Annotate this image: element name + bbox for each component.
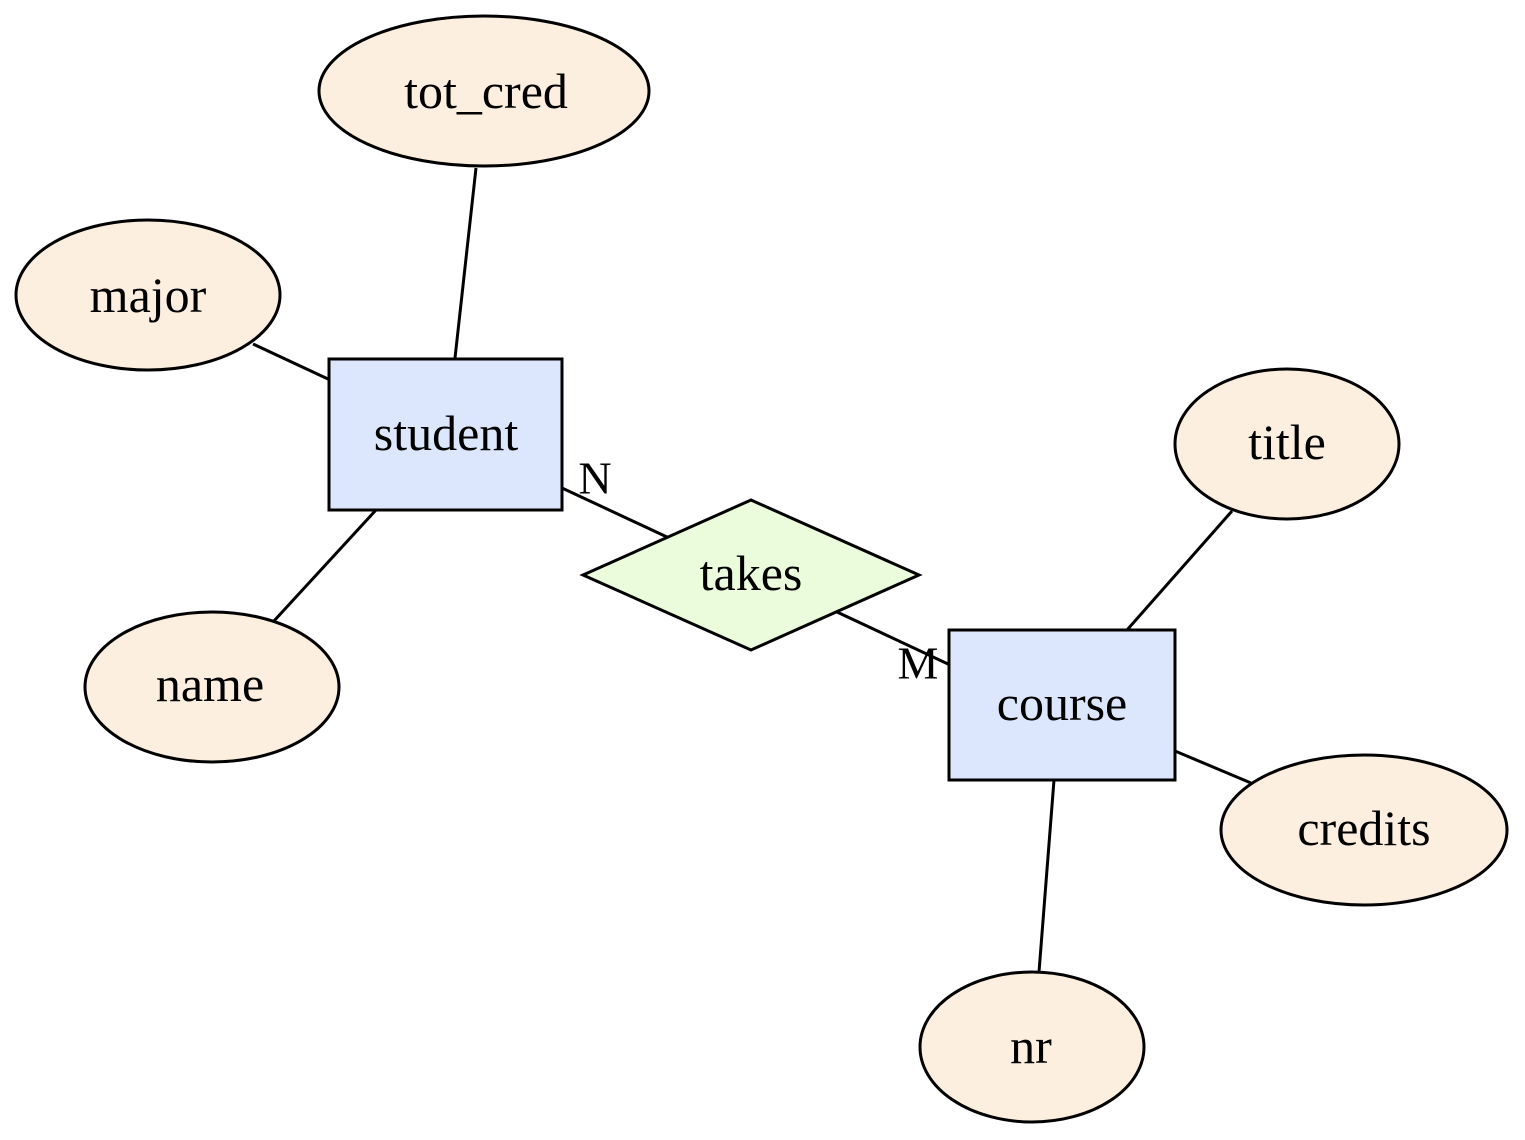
attribute-major-label: major [90, 267, 207, 323]
edge-course-title [1125, 510, 1234, 631]
connectors [252, 167, 1252, 973]
attribute-nr[interactable]: nr [918, 970, 1146, 1124]
relationship-takes-diamond [579, 498, 923, 652]
relationship-takes-label: takes [700, 545, 803, 601]
edge-takes-course [836, 610, 949, 666]
edge-student-takes [561, 486, 668, 539]
attribute-title-label: title [1248, 414, 1326, 470]
entity-student[interactable]: student [327, 357, 564, 512]
attribute-title-ellipse [1173, 367, 1401, 521]
attribute-credits-ellipse [1219, 753, 1509, 907]
entity-course-box [947, 628, 1177, 782]
edge-student-name [271, 508, 378, 624]
attribute-tot_cred-ellipse [317, 14, 651, 168]
entity-course[interactable]: course [947, 628, 1177, 782]
attribute-name-label: name [156, 656, 264, 712]
edge-course-nr [1037, 779, 1056, 973]
cardinality-student-label: N [578, 453, 611, 504]
attribute-credits[interactable]: credits [1219, 753, 1509, 907]
attribute-title[interactable]: title [1173, 367, 1401, 521]
entity-student-box [327, 357, 564, 512]
entity-student-label: student [374, 405, 519, 461]
attribute-tot_cred[interactable]: tot_cred [317, 14, 651, 168]
attribute-nr-label: nr [1010, 1018, 1052, 1074]
entity-course-label: course [997, 675, 1128, 731]
relationship-takes[interactable]: takes [579, 498, 923, 652]
edge-student-major [252, 342, 329, 381]
attribute-major-ellipse [14, 218, 282, 372]
attribute-name[interactable]: name [83, 610, 341, 764]
edge-student-tot_cred [453, 167, 478, 359]
attribute-major[interactable]: major [14, 218, 282, 372]
attribute-name-ellipse [83, 610, 341, 764]
cardinality-course-label: M [898, 638, 939, 689]
attribute-credits-label: credits [1297, 800, 1430, 856]
edge-course-credits [1174, 749, 1252, 785]
attribute-nr-ellipse [918, 970, 1146, 1124]
attribute-tot_cred-label: tot_cred [404, 63, 568, 119]
